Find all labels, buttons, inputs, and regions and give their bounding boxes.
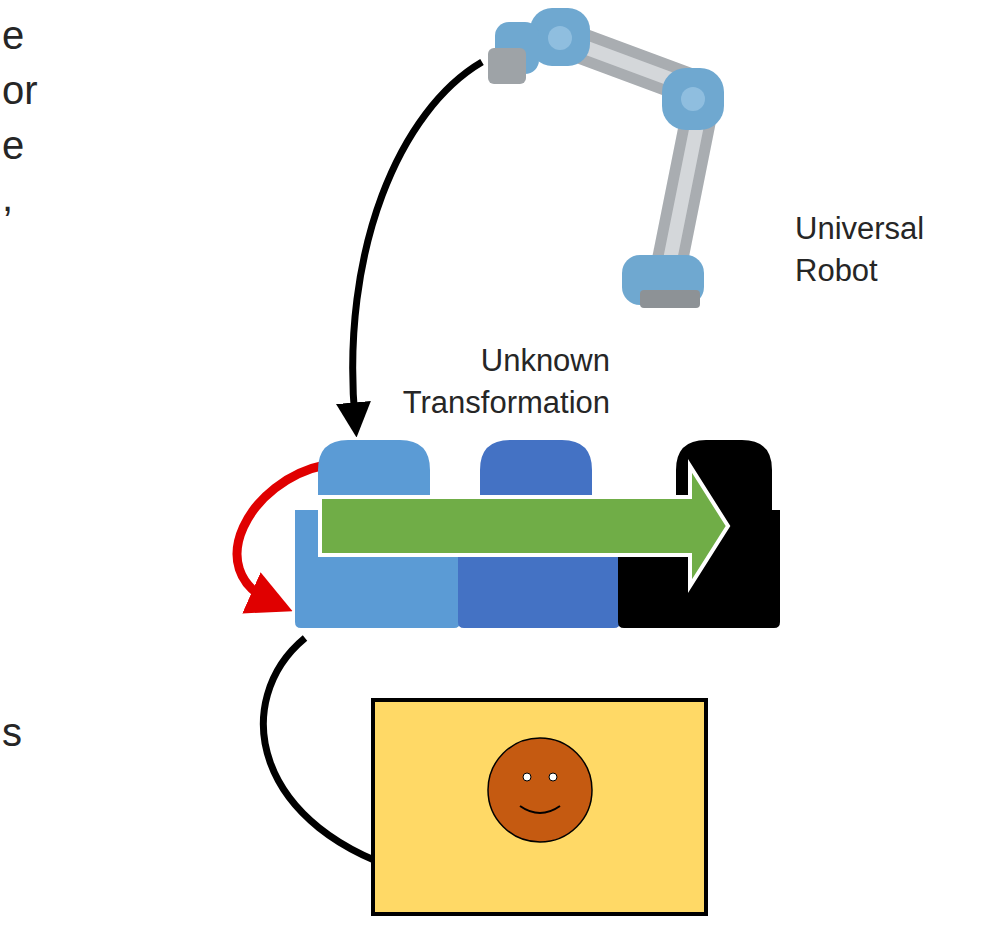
cut-text: , xyxy=(2,170,13,224)
robot-arm xyxy=(488,8,724,308)
transformation-label: Unknown Transformation xyxy=(300,340,610,424)
cut-text: or xyxy=(2,63,38,117)
block-arrow xyxy=(320,466,728,586)
image-frame xyxy=(373,700,706,914)
cut-text: s xyxy=(2,705,22,759)
robot-label: Universal Robot xyxy=(795,208,965,292)
cut-text: e xyxy=(2,8,24,62)
cut-text: e xyxy=(2,118,24,172)
curved-arrow xyxy=(353,62,482,420)
smiley-face xyxy=(488,738,592,842)
